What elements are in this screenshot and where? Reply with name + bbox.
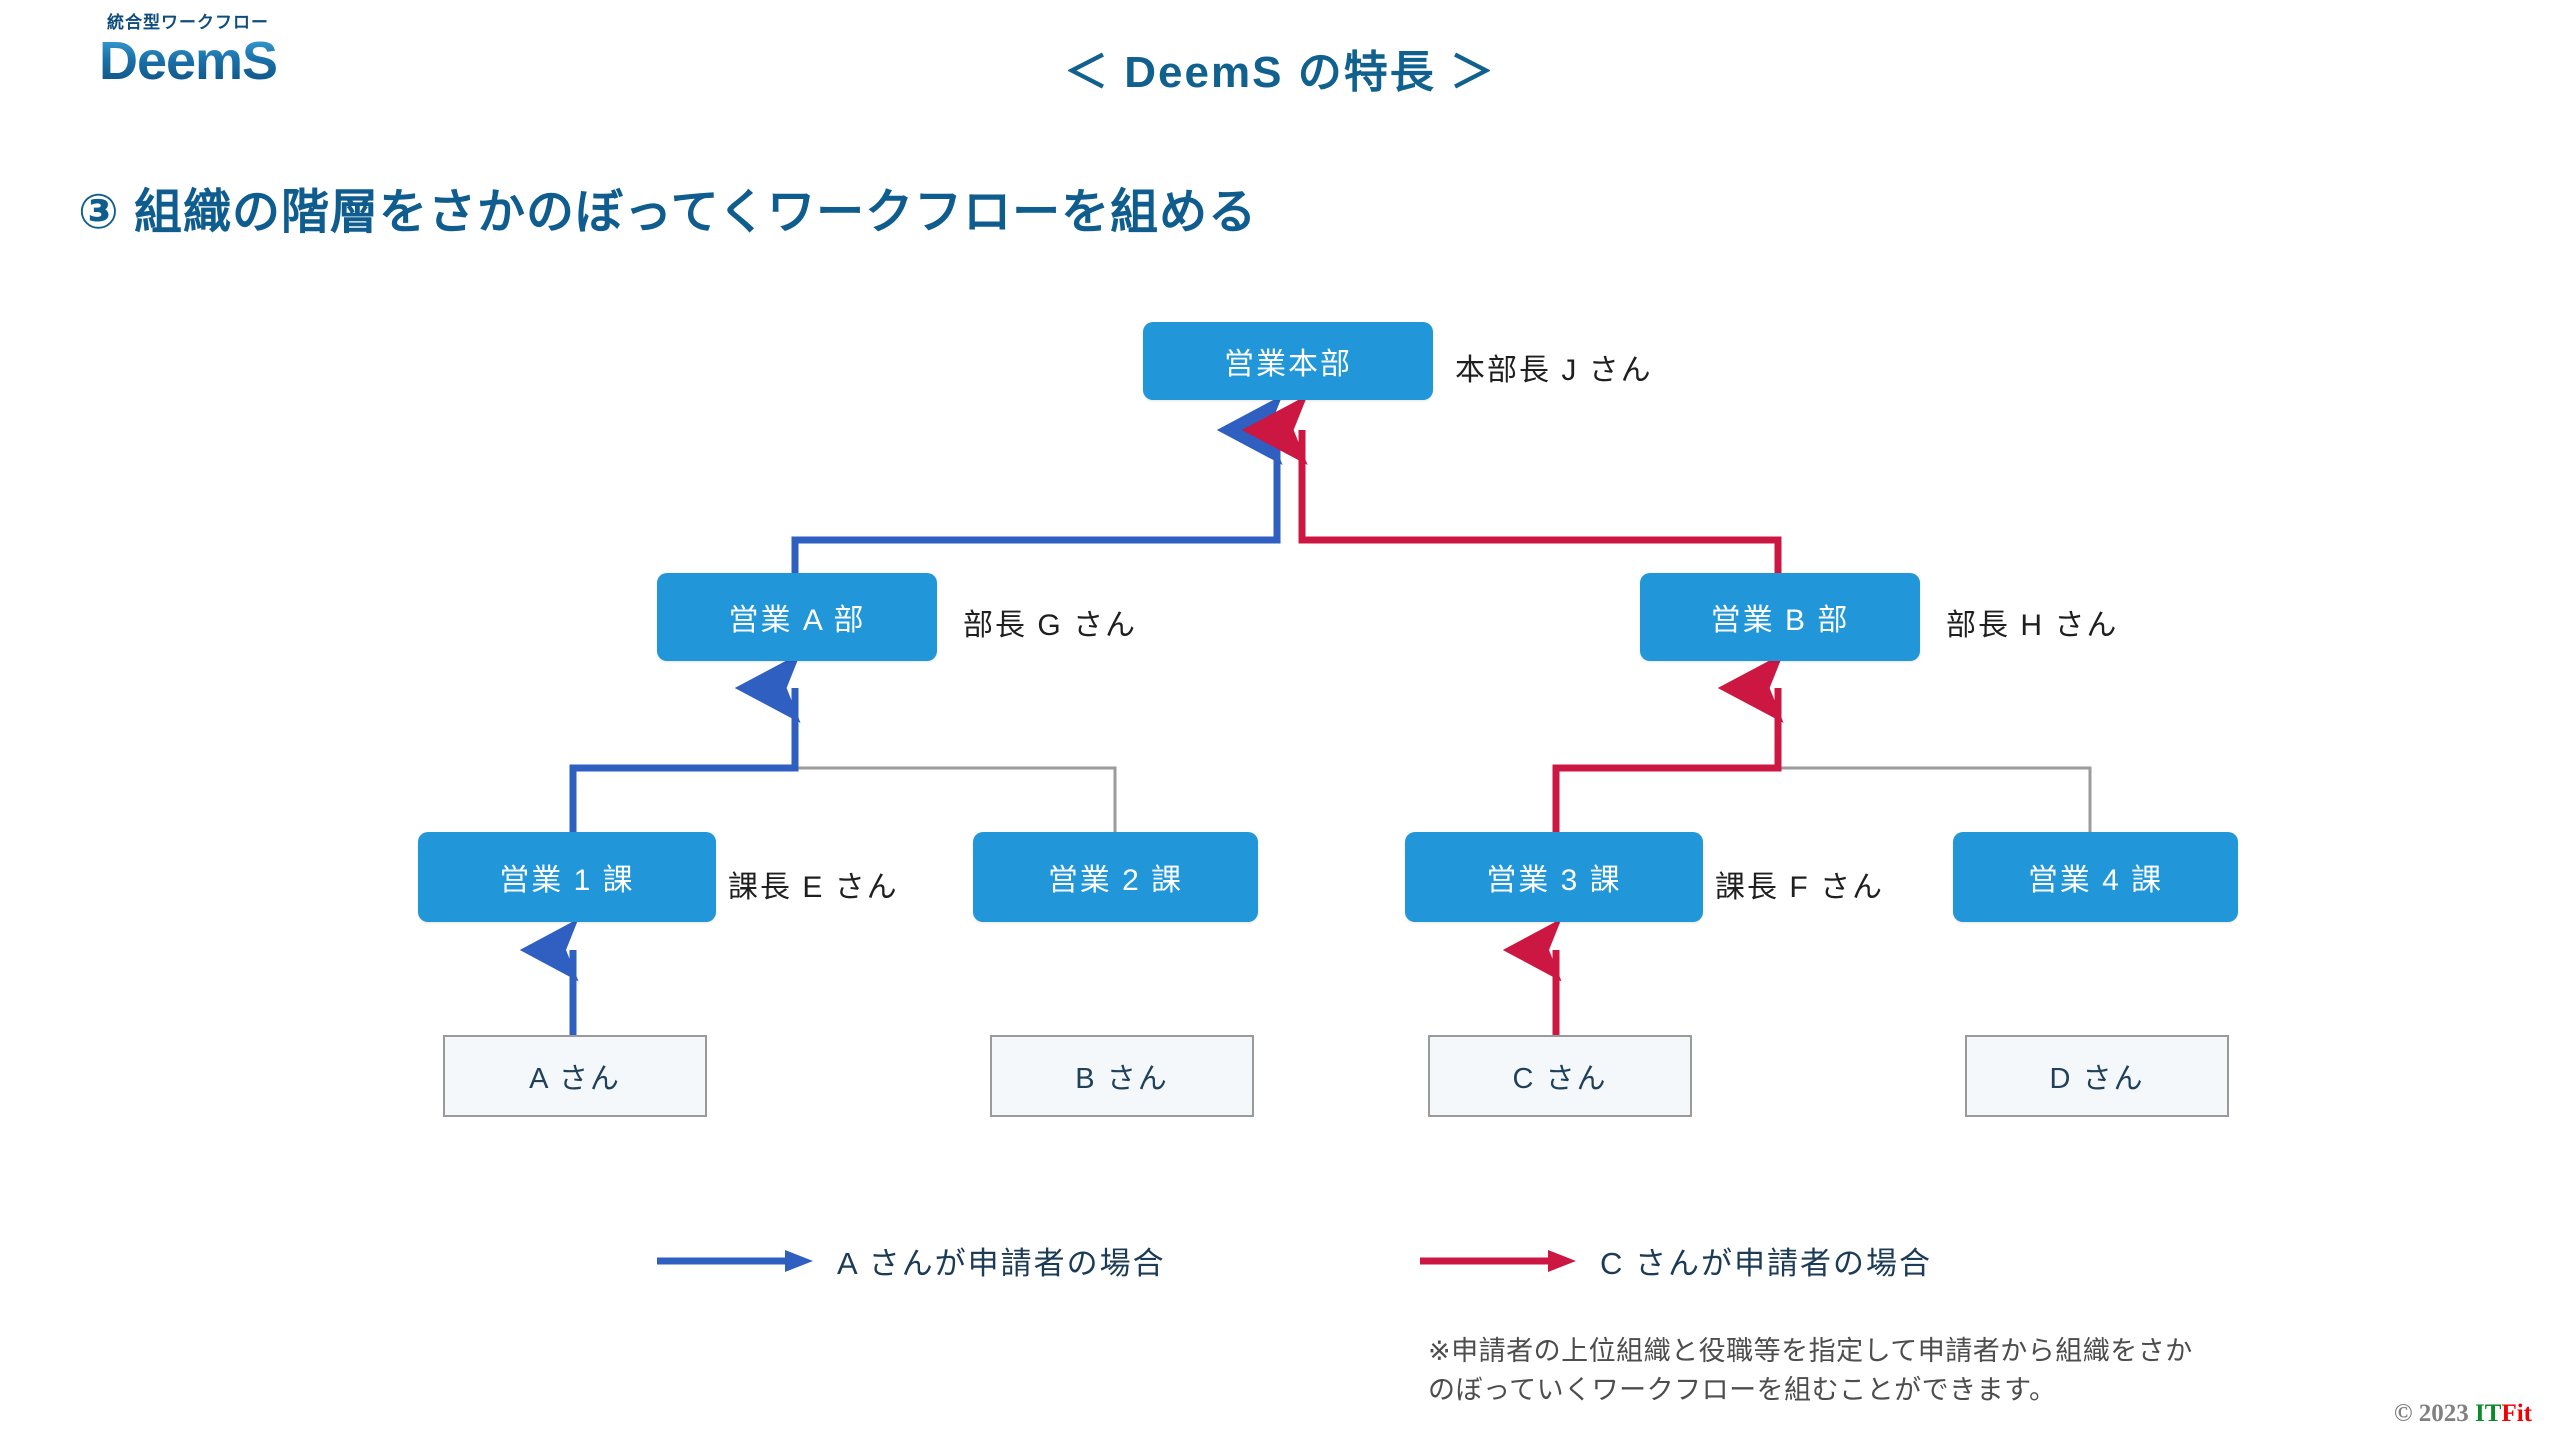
role-label-hq: 本部長 J さん (1455, 354, 1653, 387)
person-node-a[interactable]: A さん (443, 1035, 707, 1117)
org-node-hq-label: 営業本部 (1224, 348, 1352, 381)
section-heading: ③ 組織の階層をさかのぼってくワークフローを組める (78, 186, 1258, 239)
person-node-b-label: B さん (1075, 1063, 1169, 1095)
footnote-line-2: のぼっていくワークフローを組むことができます。 (1428, 1375, 2057, 1406)
org-node-hq[interactable]: 営業本部 (1143, 322, 1433, 400)
red-path-deptb-hq (1241, 395, 1782, 578)
copyright-brand-fit: Fit (2501, 1400, 2532, 1427)
role-label-sec-3: 課長 F さん (1715, 871, 1884, 904)
person-node-d-label: D さん (2049, 1063, 2145, 1095)
legend-label-blue: A さんが申請者の場合 (837, 1246, 1166, 1281)
org-node-sec-3-label: 営業 3 課 (1486, 864, 1622, 897)
footnote: ※申請者の上位組織と役職等を指定して申請者から組織をさか のぼっていくワークフロ… (1428, 1332, 2193, 1410)
legend-item-blue: A さんが申請者の場合 (655, 1238, 1166, 1283)
org-node-sec-2[interactable]: 営業 2 課 (973, 832, 1258, 922)
org-node-dept-b-label: 営業 B 部 (1710, 604, 1850, 637)
person-node-c-label: C さん (1512, 1063, 1608, 1095)
footnote-line-1: ※申請者の上位組織と役職等を指定して申請者から組織をさか (1428, 1336, 2193, 1366)
org-node-sec-2-label: 営業 2 課 (1047, 864, 1184, 897)
person-node-c[interactable]: C さん (1428, 1035, 1692, 1117)
org-node-sec-1[interactable]: 営業 1 課 (418, 832, 716, 922)
role-label-dept-b: 部長 H さん (1946, 609, 2119, 642)
copyright: © 2023 ITFit (2394, 1400, 2532, 1428)
red-path-sec3-deptb (1552, 653, 1784, 845)
legend-label-red: C さんが申請者の場合 (1600, 1246, 1932, 1281)
copyright-mark: © 2023 (2393, 1400, 2476, 1427)
person-node-a-label: A さん (529, 1063, 621, 1095)
logo-wordmark: DeemS (58, 34, 318, 88)
copyright-brand-it: IT (2475, 1400, 2502, 1427)
org-node-dept-a[interactable]: 営業 A 部 (657, 573, 937, 661)
person-node-d[interactable]: D さん (1965, 1035, 2229, 1117)
brand-logo: 統合型ワークフロー DeemS (58, 14, 318, 88)
org-node-dept-a-label: 営業 A 部 (728, 604, 866, 637)
org-node-sec-4[interactable]: 営業 4 課 (1953, 832, 2238, 922)
blue-path-sec1-depta (569, 653, 801, 845)
role-label-dept-a: 部長 G さん (963, 609, 1138, 642)
page-title: ＜ DeemS の特長 ＞ (1064, 48, 1496, 97)
role-label-sec-1: 課長 E さん (728, 871, 899, 904)
legend-item-red: C さんが申請者の場合 (1418, 1238, 1932, 1283)
org-node-dept-b[interactable]: 営業 B 部 (1640, 573, 1920, 661)
legend-arrow-red-icon (1420, 1249, 1576, 1272)
org-node-sec-1-label: 営業 1 課 (499, 864, 635, 897)
logo-tagline: 統合型ワークフロー (107, 13, 269, 32)
org-node-sec-4-label: 営業 4 課 (2027, 864, 2164, 897)
legend-arrow-blue-icon (657, 1249, 813, 1272)
person-node-b[interactable]: B さん (990, 1035, 1254, 1117)
org-node-sec-3[interactable]: 営業 3 課 (1405, 832, 1703, 922)
blue-path-depta-hq (791, 395, 1283, 578)
